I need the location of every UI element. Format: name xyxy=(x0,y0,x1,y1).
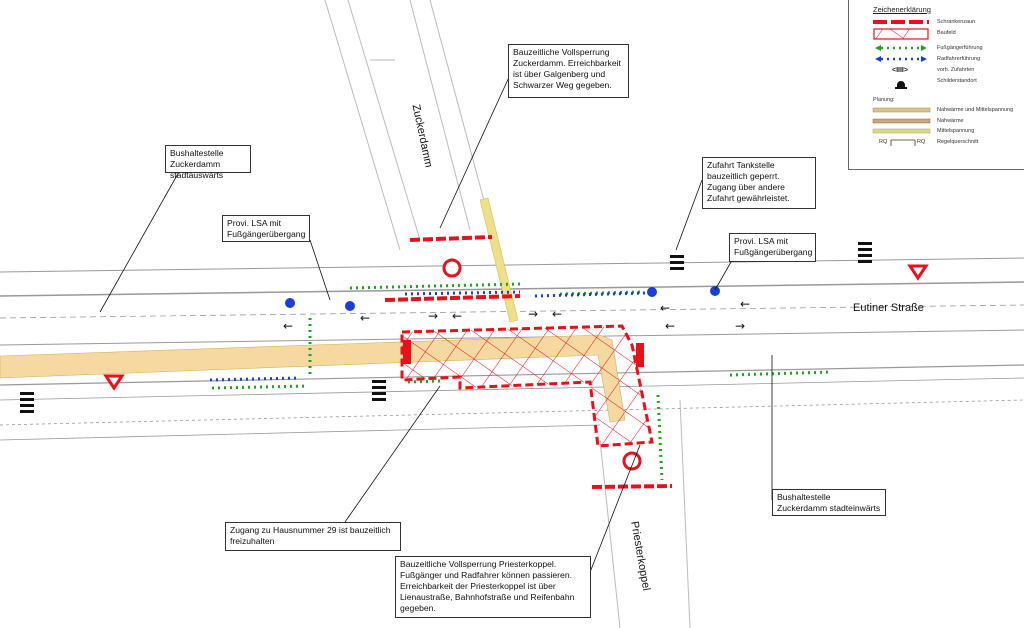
legend-label-3: Radfahrerführung xyxy=(937,56,981,62)
legend-label-2: Fußgängerführung xyxy=(937,45,983,51)
legend-rq-left: RQ xyxy=(879,139,888,145)
legend-symbols: <IIII> xyxy=(872,20,931,146)
sign-location-icon xyxy=(895,81,907,89)
svg-text:←: ← xyxy=(552,307,562,321)
traffic-lights xyxy=(285,286,720,367)
svg-text:←: ← xyxy=(740,297,750,311)
legend-title: Zeichenerklärung xyxy=(873,5,931,14)
callout-leaders xyxy=(99,74,773,586)
svg-text:→: → xyxy=(428,309,438,323)
pipeline-branch xyxy=(479,197,519,323)
svg-text:←: ← xyxy=(452,309,462,323)
planning-line-2 xyxy=(872,118,931,124)
svg-text:←: ← xyxy=(283,319,293,333)
legend-planning-title: Planung: xyxy=(873,97,895,103)
svg-text:→: → xyxy=(528,307,538,321)
svg-text:→: → xyxy=(735,319,745,333)
priesterkoppel-road xyxy=(599,399,691,628)
legend-label-1: Baufeld xyxy=(937,30,956,36)
legend-label-4: vorh. Zufahrten xyxy=(937,67,975,73)
legend-label-0: Schrankenzaun xyxy=(937,19,976,25)
legend-section-label: Regelquerschnitt xyxy=(937,139,979,145)
callout-signal-west: Provi. LSA mit Fußgängerübergang xyxy=(222,215,310,242)
existing-access-icon: <IIII> xyxy=(892,67,908,74)
construction-field xyxy=(400,324,654,448)
construction-field-icon xyxy=(873,28,929,40)
section-marker-icon xyxy=(890,139,916,146)
callout-zuckerdamm-closure: Bauzeitliche Vollsperrung Zuckerdamm. Er… xyxy=(508,44,629,98)
legend-label-5: Schilderstandort xyxy=(937,78,977,84)
cyclist-routes xyxy=(209,290,646,382)
legend: Zeichenerklärung <IIII> Schrankenzaun Ba… xyxy=(848,0,1024,170)
street-label-eutiner-strasse: Eutiner Straße xyxy=(853,302,924,314)
closure-signs xyxy=(103,258,929,471)
planning-line-3 xyxy=(872,128,931,134)
callout-bus-stop-inbound: Bushaltestelle Zuckerdamm stadteinwärts xyxy=(772,489,886,516)
zuckerdamm-road xyxy=(324,0,501,261)
legend-planning-1: Nahwärme xyxy=(937,118,964,124)
planning-line-1 xyxy=(872,107,931,113)
legend-planning-0: Nahwärme und Mittelspannung xyxy=(937,107,1014,113)
svg-text:←: ← xyxy=(360,311,370,325)
callout-bus-stop-outbound: Bushaltestelle Zuckerdamm stadtauswärts xyxy=(165,145,251,180)
legend-planning-2: Mittelspannung xyxy=(937,128,975,134)
legend-rq-right: RQ xyxy=(917,139,926,145)
svg-text:←: ← xyxy=(665,319,675,333)
callout-petrol-station: Zufahrt Tankstelle bauzeitlich geperrt. … xyxy=(702,157,816,209)
traffic-arrows: ← ← → ← → ← ← ← ← → xyxy=(283,297,750,333)
access-markers xyxy=(20,242,872,413)
callout-signal-east: Provi. LSA mit Fußgängerübergang xyxy=(729,233,816,262)
callout-house-29-access: Zugang zu Hausnummer 29 ist bauzeitlich … xyxy=(225,522,401,551)
cyclist-route-icon xyxy=(875,56,927,62)
barrier-fences xyxy=(384,235,673,489)
pedestrian-route-icon xyxy=(875,45,927,51)
callout-priesterkoppel-closure: Bauzeitliche Vollsperrung Priesterkoppel… xyxy=(395,556,591,618)
svg-text:←: ← xyxy=(660,301,670,315)
